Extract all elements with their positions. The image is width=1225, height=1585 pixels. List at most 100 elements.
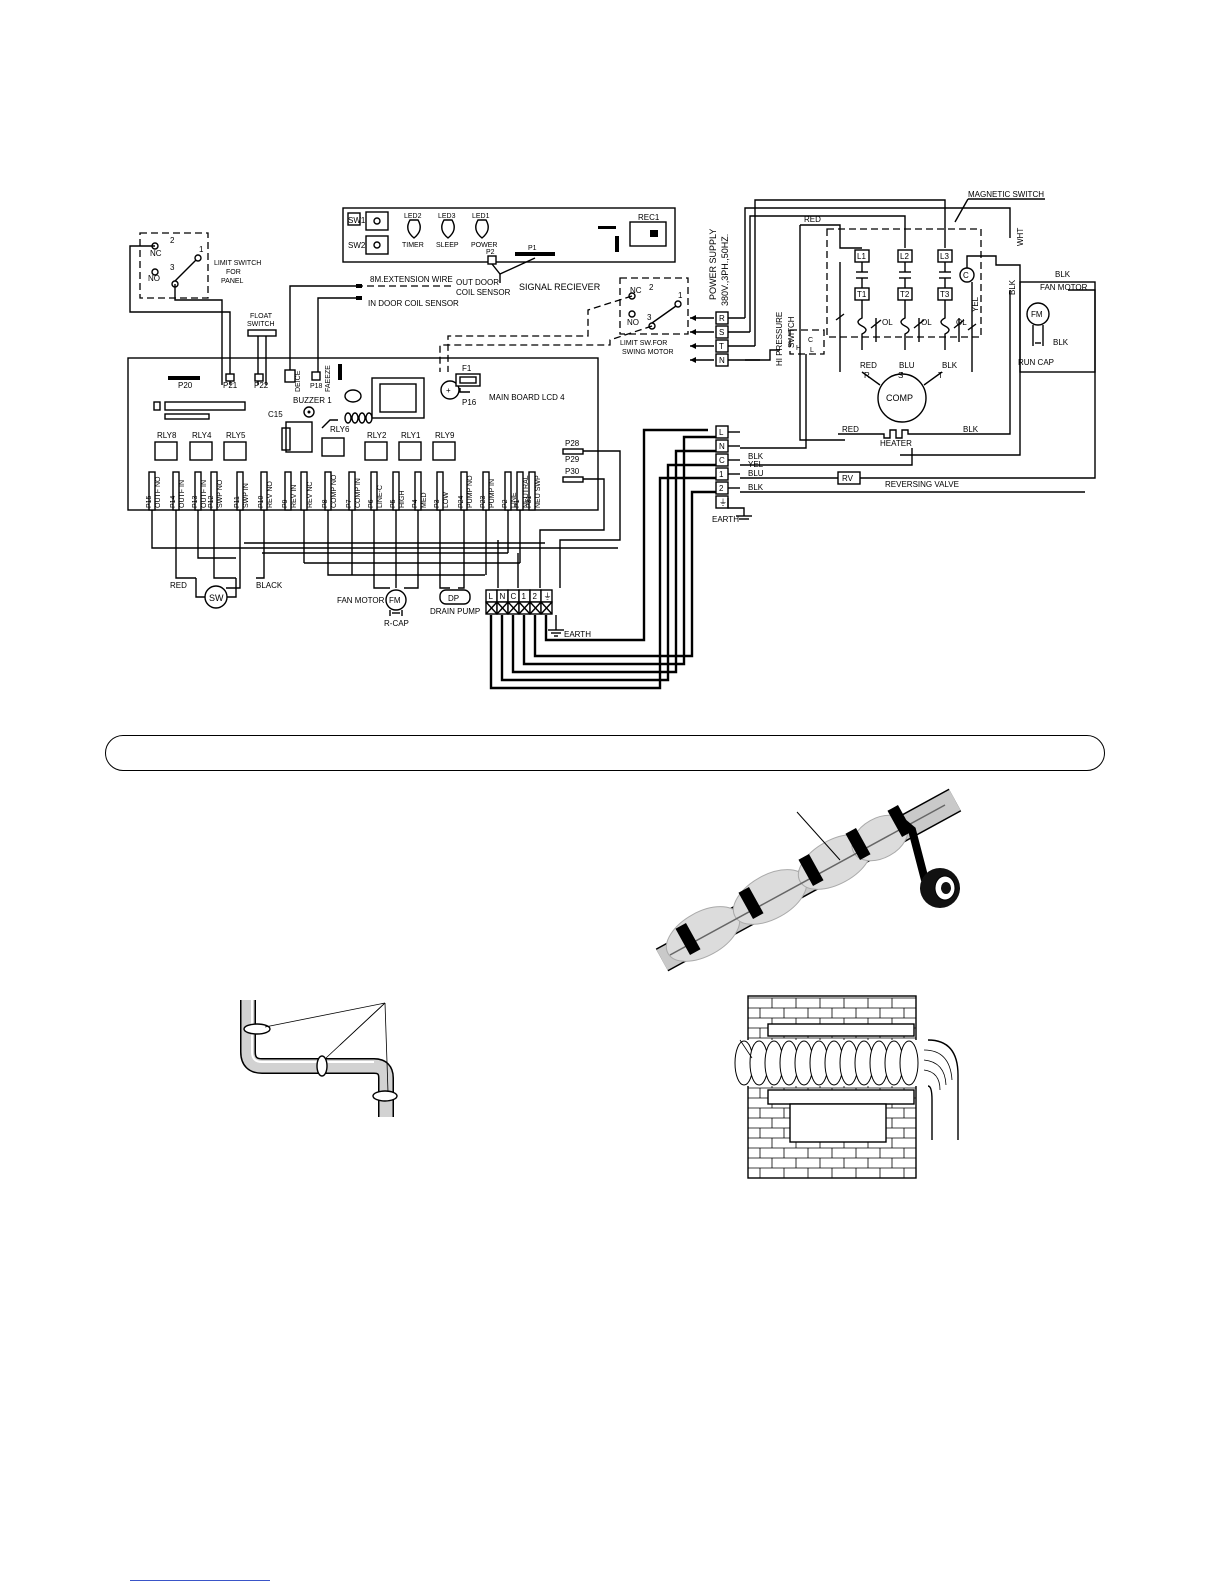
svg-text:NC: NC (150, 249, 162, 258)
svg-text:FM: FM (1031, 310, 1043, 319)
svg-text:SW1: SW1 (348, 216, 366, 225)
svg-text:RLY8: RLY8 (157, 431, 177, 440)
svg-text:8M.EXTENSION WIRE: 8M.EXTENSION WIRE (370, 275, 453, 284)
connector-label: LINE (511, 492, 518, 508)
svg-text:FAN MOTOR: FAN MOTOR (337, 596, 385, 605)
svg-text:P2: P2 (486, 249, 495, 256)
limit-switch-panel: 2 NC NO 3 1 LIMIT SWITCH FOR PANEL (129, 232, 261, 385)
svg-text:RED: RED (804, 215, 821, 224)
outdoor-terminal-label: ⏚ (719, 498, 727, 507)
connector-label: PUMP IN (489, 479, 496, 508)
connector-label: OUTF NO (155, 476, 162, 508)
svg-text:NO: NO (627, 318, 639, 327)
board-connector (528, 471, 536, 511)
svg-text:SWITCH: SWITCH (247, 321, 275, 328)
connector-label: LINE-C (377, 485, 384, 508)
svg-text:REC1: REC1 (638, 213, 660, 222)
connector-id: P4 (412, 499, 419, 508)
svg-text:R-CAP: R-CAP (384, 619, 409, 628)
connector-id: P3 (434, 499, 441, 508)
power-terminal-label: T (719, 342, 724, 351)
power-terminal-label: N (719, 356, 725, 365)
svg-text:OL: OL (956, 318, 967, 327)
svg-text:P1: P1 (528, 245, 537, 252)
svg-text:1: 1 (678, 291, 683, 300)
svg-text:380V.,3PH.,50HZ.: 380V.,3PH.,50HZ. (720, 234, 730, 306)
indoor-terminal-label: C (511, 592, 517, 601)
svg-text:P21: P21 (223, 381, 238, 390)
svg-text:RLY5: RLY5 (226, 431, 246, 440)
svg-text:2: 2 (649, 283, 654, 292)
limit-switch-swing: NC 2 1 NO 3 LIMIT SW.FOR SWING MOTOR (439, 277, 689, 372)
indoor-terminal-label: N (500, 592, 506, 601)
svg-text:SW: SW (209, 593, 224, 603)
svg-text:1: 1 (199, 245, 204, 254)
svg-text:LIMIT SW.FOR: LIMIT SW.FOR (620, 340, 667, 347)
connector-id: P12 (208, 495, 215, 508)
signal-receiver: SW1 SW2 LED2 LED3 LED1 TIMER SLEEP POWER… (342, 207, 676, 292)
connector-label: NEU SWP (535, 475, 542, 508)
connector-label: OUTF IN (179, 480, 186, 508)
outdoor-terminal-label: C (719, 456, 725, 465)
svg-text:RUN CAP: RUN CAP (1018, 358, 1054, 367)
svg-text:NO: NO (148, 274, 160, 283)
svg-text:EARTH: EARTH (564, 630, 591, 639)
svg-text:DP: DP (448, 594, 459, 603)
connector-id: P23 (480, 495, 487, 508)
svg-text:OL: OL (921, 318, 932, 327)
connector-label: HIGH (399, 491, 406, 509)
svg-text:REVERSING VALVE: REVERSING VALVE (885, 480, 959, 489)
svg-text:MAGNETIC SWITCH: MAGNETIC SWITCH (968, 190, 1044, 199)
svg-text:SW2: SW2 (348, 241, 366, 250)
svg-text:BLU: BLU (899, 361, 915, 370)
svg-text:FOR: FOR (226, 269, 241, 276)
svg-text:BLK: BLK (1053, 338, 1069, 347)
svg-text:BLK: BLK (963, 425, 979, 434)
svg-text:3: 3 (170, 263, 175, 272)
svg-text:P22: P22 (254, 381, 269, 390)
svg-text:RLY6: RLY6 (330, 425, 350, 434)
connector-label: REV NO (267, 481, 274, 508)
svg-text:C15: C15 (268, 410, 283, 419)
svg-text:BLK: BLK (942, 361, 958, 370)
indoor-terminal-label: L (489, 592, 494, 601)
float-switch: FLOAT SWITCH (247, 313, 277, 385)
outdoor-terminal-label: N (719, 442, 725, 451)
svg-text:SWITCH: SWITCH (787, 316, 796, 348)
svg-text:HEATER: HEATER (880, 439, 912, 448)
svg-text:COIL SENSOR: COIL SENSOR (456, 288, 511, 297)
svg-text:P30: P30 (565, 467, 580, 476)
svg-text:F1: F1 (462, 364, 472, 373)
svg-text:WHT: WHT (1016, 228, 1025, 246)
connector-id: P8 (322, 499, 329, 508)
connector-label: REV NC (307, 482, 314, 508)
pipe-clamp-illustration (240, 1000, 398, 1117)
connector-id: P24 (458, 495, 465, 508)
svg-text:TIMER: TIMER (402, 242, 424, 249)
connector-label: COMP IN (355, 478, 362, 508)
svg-text:SWING MOTOR: SWING MOTOR (622, 349, 674, 356)
svg-text:RED: RED (860, 361, 877, 370)
svg-text:LED3: LED3 (438, 213, 456, 220)
svg-text:H: H (796, 345, 801, 352)
svg-text:BLK: BLK (1008, 279, 1017, 295)
connector-label: REV IN (291, 485, 298, 508)
svg-text:DEICE: DEICE (295, 370, 302, 392)
connector-id: P2 (502, 499, 509, 508)
svg-text:SIGNAL RECIEVER: SIGNAL RECIEVER (519, 282, 601, 292)
indoor-terminal-label: ⏚ (544, 592, 552, 601)
svg-text:P29: P29 (565, 455, 580, 464)
svg-text:L: L (810, 347, 814, 354)
svg-text:PANEL: PANEL (221, 278, 244, 285)
svg-text:RV: RV (842, 474, 854, 483)
connector-label: PUMP NO (467, 475, 474, 508)
svg-text:NC: NC (630, 286, 642, 295)
svg-text:RLY4: RLY4 (192, 431, 212, 440)
connector-id: P31 (526, 495, 533, 508)
connector-label: MED (421, 492, 428, 508)
svg-text:LED2: LED2 (404, 213, 422, 220)
taped-pipe-illustration (655, 788, 962, 972)
